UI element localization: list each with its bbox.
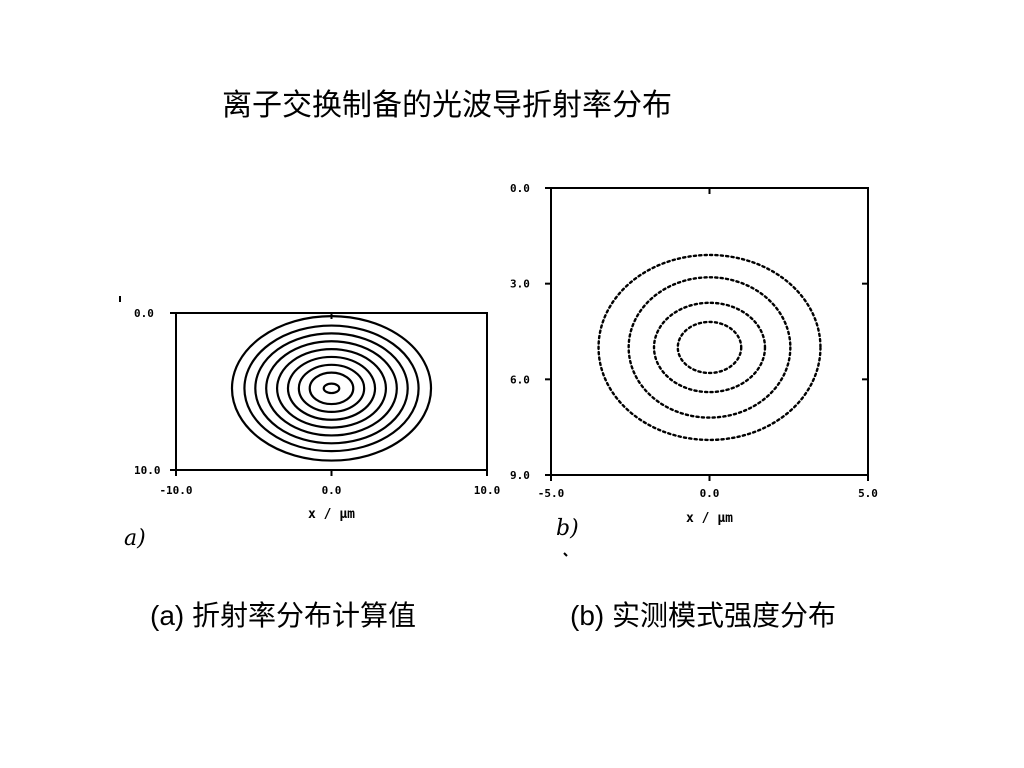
y-tick-label: 3.0 <box>510 278 530 291</box>
panel-label: a) <box>124 526 146 551</box>
contour-line <box>322 382 341 395</box>
y-tick-label: 6.0 <box>510 373 530 386</box>
plot-frame <box>550 187 869 476</box>
x-tick-label: 5.0 <box>858 487 878 500</box>
contour-line <box>652 301 767 394</box>
x-tick-label: 10.0 <box>474 484 501 497</box>
chart-panel-b: -5.0 0.0 5.0 0.0 3.0 6.0 9.0 x / μm b) <box>510 182 878 541</box>
x-tick-label: 0.0 <box>322 484 342 497</box>
y-tick-label: 0.0 <box>510 182 530 195</box>
caption-b: (b) 实测模式强度分布 <box>570 600 837 631</box>
y-tick-label: 0.0 <box>134 307 154 320</box>
contour-line <box>275 348 388 429</box>
contour-line <box>676 320 743 375</box>
contour-line <box>230 315 433 462</box>
contour-line <box>597 253 822 442</box>
contour-line <box>286 355 377 421</box>
x-axis-title: x / μm <box>308 507 355 522</box>
contour-line <box>627 276 792 419</box>
plot-frame <box>175 312 488 471</box>
chart-panel-a: -10.0 0.0 10.0 0.0 10.0 x / μm a) <box>124 307 500 551</box>
contour-line <box>297 363 366 414</box>
x-tick-label: -5.0 <box>538 487 565 500</box>
x-tick-label: 0.0 <box>700 487 720 500</box>
panel-label: b) <box>556 516 579 541</box>
x-axis-title: x / μm <box>686 511 733 526</box>
caption-a: (a) 折射率分布计算值 <box>150 600 417 631</box>
contour-line <box>243 324 420 453</box>
page-title: 离子交换制备的光波导折射率分布 <box>222 88 672 123</box>
scan-mark <box>563 552 568 557</box>
x-tick-label: -10.0 <box>159 484 192 497</box>
contour-line <box>254 332 409 445</box>
contour-line <box>308 371 355 406</box>
contour-line <box>265 340 398 437</box>
y-tick-label: 10.0 <box>134 464 161 477</box>
y-tick-label: 9.0 <box>510 469 530 482</box>
